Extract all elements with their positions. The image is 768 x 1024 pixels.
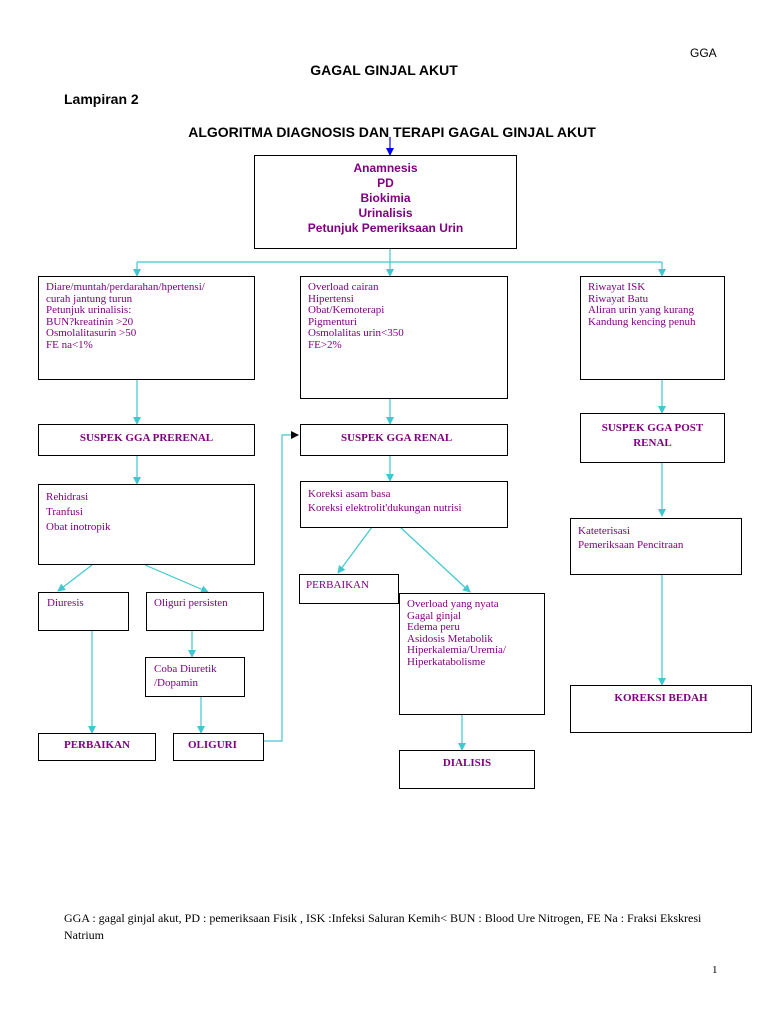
criteria-line: Obat/Kemoterapi xyxy=(308,304,385,316)
top-line: Petunjuk Pemeriksaan Urin xyxy=(307,221,464,235)
box-postrenal-therapy: Kateterisasi Pemeriksaan Pencitraan xyxy=(570,518,742,575)
box-perbaikan-prerenal: PERBAIKAN xyxy=(38,733,156,761)
arrow-oliguri-to-suspek-renal xyxy=(264,431,299,742)
perbaikan-renal-label: PERBAIKAN xyxy=(306,579,369,591)
box-dialisis: DIALISIS xyxy=(399,750,535,789)
arrow-to-oliguri-persisten xyxy=(144,564,209,593)
box-prerenal-criteria: Diare/muntah/perdarahan/hpertensi/ curah… xyxy=(38,276,255,380)
top-line: Urinalisis xyxy=(358,206,413,220)
therapy-line: Koreksi elektrolit'dukungan nutrisi xyxy=(308,502,462,514)
page-number: 1 xyxy=(712,964,718,976)
coba-diuretik-line: /Dopamin xyxy=(154,677,198,689)
box-koreksi-bedah: KOREKSI BEDAH xyxy=(570,685,752,733)
algorithm-title: ALGORITMA DIAGNOSIS DAN TERAPI GAGAL GIN… xyxy=(188,124,596,140)
arrow-to-diuresis xyxy=(57,564,93,592)
suspek-prerenal-label: SUSPEK GGA PRERENAL xyxy=(79,432,214,444)
criteria-line: curah jantung turun xyxy=(46,292,133,305)
arrow-to-perbaikan-renal xyxy=(337,526,373,574)
criteria-line: Riwayat ISK xyxy=(588,281,646,293)
box-suspek-prerenal: SUSPEK GGA PRERENAL xyxy=(38,424,255,456)
overload-line: Hiperkatabolisme xyxy=(407,655,486,668)
box-renal-therapy: Koreksi asam basa Koreksi elektrolit'duk… xyxy=(300,481,508,528)
therapy-line: Obat inotropik xyxy=(46,521,111,533)
perbaikan-prerenal-label: PERBAIKAN xyxy=(63,739,130,751)
box-postrenal-criteria: Riwayat ISK Riwayat Batu Aliran urin yan… xyxy=(580,276,725,380)
coba-diuretik-line: Coba Diuretik xyxy=(154,663,217,675)
suspek-postrenal-line: RENAL xyxy=(633,437,672,449)
criteria-line: Kandung kencing penuh xyxy=(588,315,696,328)
box-oliguri-persisten: Oliguri persisten xyxy=(146,592,264,631)
criteria-line: Osmolalitas urin<350 xyxy=(308,327,404,339)
overload-line: Overload yang nyata xyxy=(407,598,499,610)
criteria-line: Pigmenturi xyxy=(308,315,357,328)
box-perbaikan-renal: PERBAIKAN xyxy=(299,574,399,604)
box-suspek-postrenal: SUSPEK GGA POST RENAL xyxy=(580,413,725,463)
criteria-line: Aliran urin yang kurang xyxy=(588,304,694,316)
therapy-line: Tranfusi xyxy=(46,506,83,518)
diuresis-label: Diuresis xyxy=(47,597,84,609)
criteria-line: Overload cairan xyxy=(308,281,379,293)
therapy-line: Kateterisasi xyxy=(578,525,630,537)
header-code: GGA xyxy=(690,46,717,60)
criteria-line: BUN?kreatinin >20 xyxy=(46,315,134,328)
criteria-line: Riwayat Batu xyxy=(588,292,649,305)
suspek-renal-label: SUSPEK GGA RENAL xyxy=(341,432,453,444)
top-line: Anamnesis xyxy=(353,161,418,175)
suspek-postrenal-line: SUSPEK GGA POST xyxy=(601,422,704,434)
footer-legend: GGA : gagal ginjal akut, PD : pemeriksaa… xyxy=(64,911,702,942)
top-line: PD xyxy=(377,176,394,190)
box-diuresis: Diuresis xyxy=(38,592,129,631)
box-suspek-renal: SUSPEK GGA RENAL xyxy=(300,424,508,456)
criteria-line: Diare/muntah/perdarahan/hpertensi/ xyxy=(46,281,205,293)
top-line: Biokimia xyxy=(360,191,411,205)
overload-line: Edema peru xyxy=(407,621,460,633)
therapy-line: Koreksi asam basa xyxy=(308,488,391,500)
lampiran-label: Lampiran 2 xyxy=(64,91,139,107)
criteria-line: FE>2% xyxy=(308,338,342,351)
criteria-line: FE na<1% xyxy=(46,338,93,351)
overload-line: Hiperkalemia/Uremia/ xyxy=(407,644,506,656)
overload-line: Gagal ginjal xyxy=(407,609,462,622)
koreksi-bedah-label: KOREKSI BEDAH xyxy=(614,692,708,704)
box-overload: Overload yang nyata Gagal ginjal Edema p… xyxy=(399,593,545,715)
box-coba-diuretik: Coba Diuretik /Dopamin xyxy=(145,657,245,697)
overload-line: Asidosis Metabolik xyxy=(407,632,493,645)
box-oliguri: OLIGURI xyxy=(173,733,264,761)
page-title: GAGAL GINJAL AKUT xyxy=(310,62,458,78)
therapy-line: Pemeriksaan Pencitraan xyxy=(578,539,684,551)
dialisis-label: DIALISIS xyxy=(442,757,492,769)
criteria-line: Hipertensi xyxy=(308,292,354,305)
box-prerenal-therapy: Rehidrasi Tranfusi Obat inotropik xyxy=(38,484,255,565)
oliguri-persisten-label: Oliguri persisten xyxy=(154,597,228,609)
box-renal-criteria: Overload cairan Hipertensi Obat/Kemotera… xyxy=(300,276,508,399)
therapy-line: Rehidrasi xyxy=(46,491,89,503)
oliguri-label: OLIGURI xyxy=(188,739,237,751)
criteria-line: Osmolalitasurin >50 xyxy=(46,327,137,339)
arrow-to-overload xyxy=(399,526,471,593)
criteria-line: Petunjuk urinalisis: xyxy=(46,304,132,316)
box-anamnesis: Anamnesis PD Biokimia Urinalisis Petunju… xyxy=(254,155,517,249)
